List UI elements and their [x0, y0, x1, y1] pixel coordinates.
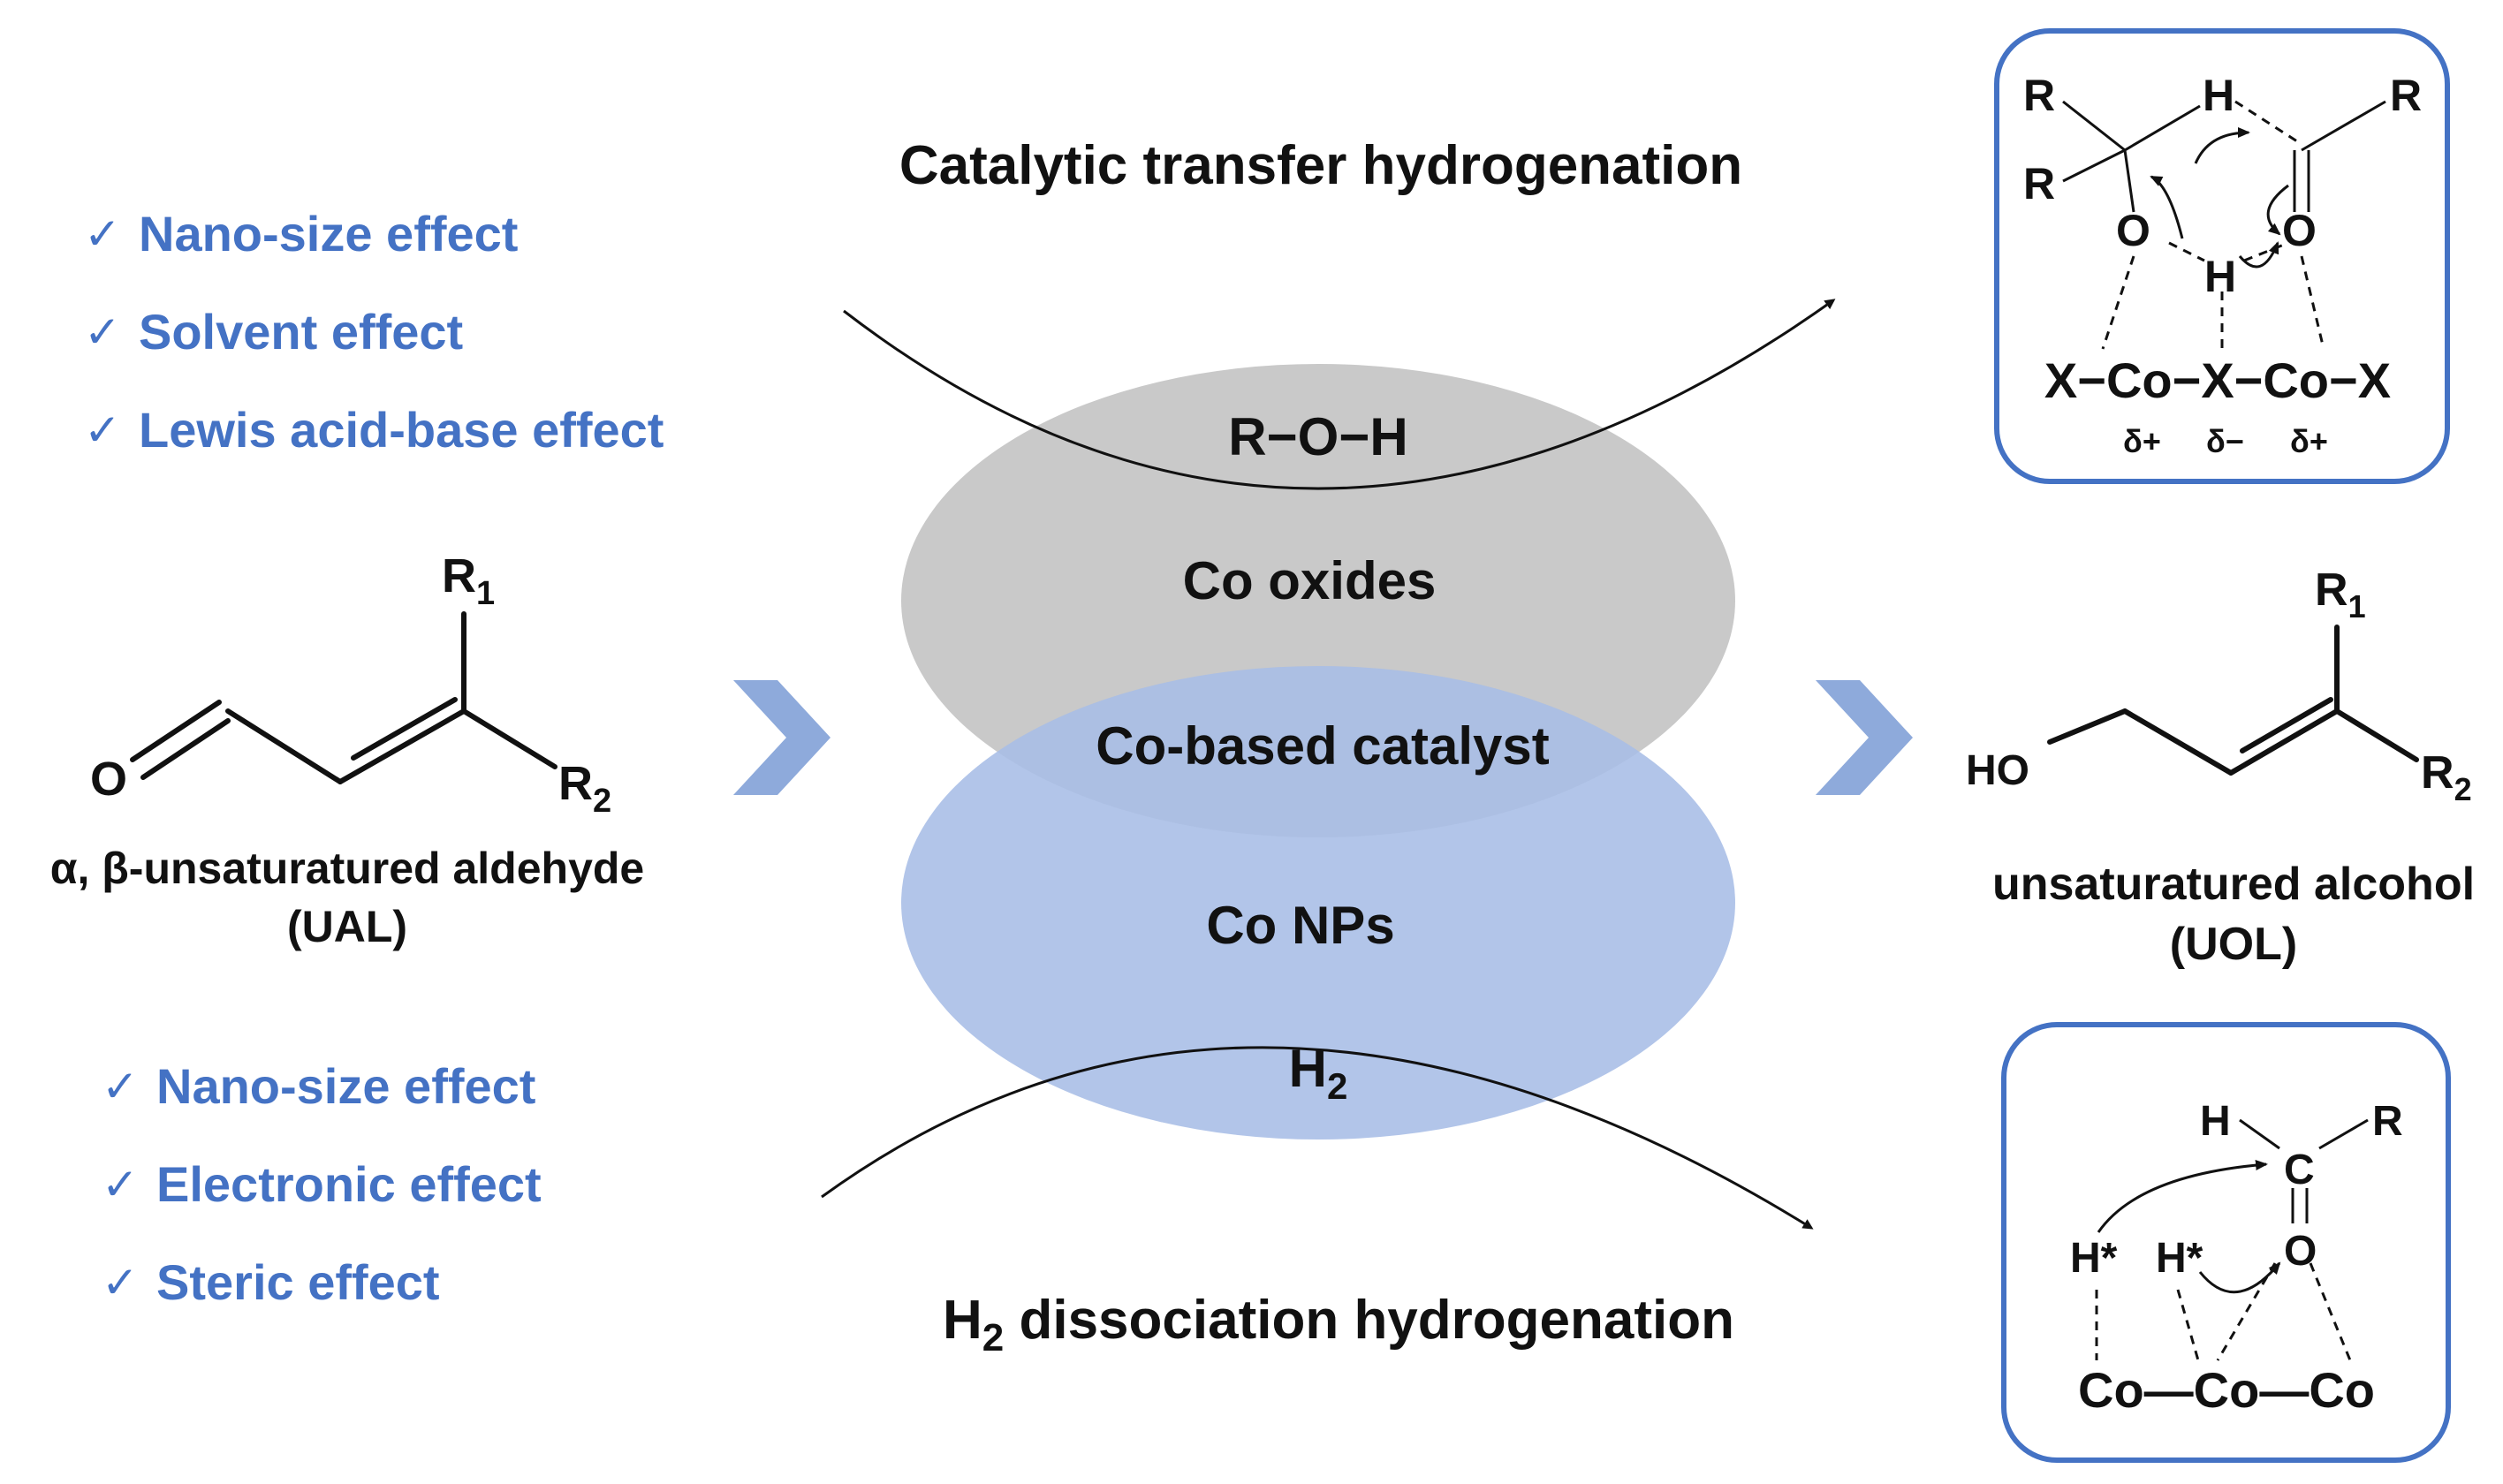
reactant-r1: R1	[442, 549, 495, 612]
product-abbr: (UOL)	[2170, 919, 2297, 970]
transfer-mechanism-border	[1994, 28, 2450, 484]
mech-top-delta-3: δ+	[2290, 423, 2328, 459]
reactant-name: α, β-unsaturatured aldehyde	[50, 844, 645, 893]
mech-top-delta-2: δ−	[2206, 423, 2244, 459]
product-r2-sub: 2	[2454, 771, 2472, 807]
transfer-mechanism-box: R R R H O O H X−Co−X−Co−X δ+ δ− δ+	[1994, 28, 2450, 484]
dissociation-mechanism-border	[2001, 1022, 2451, 1463]
h2-label: H2	[1289, 1039, 1348, 1107]
bottom-dissociation-arrow	[821, 1046, 1814, 1230]
product-r1-sub: 1	[2348, 588, 2366, 625]
catalyst-ellipses	[901, 364, 1735, 1140]
top-effect-label-3: Lewis acid-base effect	[139, 402, 664, 458]
mech-top-r-b: R	[2023, 159, 2055, 208]
reactant-r1-main: R	[442, 549, 476, 602]
mech-bottom-o: O	[2284, 1228, 2317, 1275]
top-effect-check-2: ✓	[84, 307, 121, 357]
co-nps-ellipse	[901, 666, 1735, 1140]
top-effect-label-2: Solvent effect	[139, 304, 463, 360]
mech-top-o-right: O	[2282, 206, 2317, 255]
bottom-effect-label-2: Electronic effect	[156, 1156, 542, 1212]
mech-bottom-r: R	[2372, 1098, 2403, 1145]
bottom-title-rest: dissociation hydrogenation	[1004, 1290, 1734, 1351]
reactant-abbr: (UAL)	[287, 902, 407, 951]
product-ho: HO	[1966, 747, 2029, 794]
left-chevron-icon	[733, 680, 831, 795]
mech-bottom-surface: Co—Co—Co	[2078, 1362, 2375, 1418]
top-title: Catalytic transfer hydrogenation	[899, 135, 1742, 196]
bottom-effect-label-1: Nano-size effect	[156, 1058, 535, 1114]
reactant-r2-sub: 2	[593, 783, 611, 820]
mech-bottom-h-star-1: H*	[2070, 1235, 2118, 1282]
dissociation-mechanism-box: H C R O H* H* Co—Co—Co	[2001, 1022, 2451, 1463]
product-r2: R2	[2421, 747, 2472, 807]
mech-top-o-left: O	[2116, 206, 2150, 255]
mech-top-surface: X−Co−X−Co−X	[2044, 352, 2391, 408]
catalyst-label: Co-based catalyst	[1096, 716, 1550, 776]
bottom-effects-list: ✓ Nano-size effect ✓ Electronic effect ✓…	[102, 1058, 542, 1310]
mech-top-delta-1: δ+	[2123, 423, 2161, 459]
mech-top-r-a: R	[2023, 71, 2055, 120]
mech-bottom-c: C	[2284, 1147, 2315, 1193]
bottom-effect-label-3: Steric effect	[156, 1254, 440, 1310]
h2-main: H	[1289, 1039, 1327, 1098]
product-structure: HO R1 R2 unsaturatured alcohol (UOL)	[1966, 564, 2475, 970]
bottom-effect-check-2: ✓	[102, 1160, 139, 1209]
reactant-structure: O R1 R2 α, β-unsaturatured aldehyde (UAL…	[50, 549, 645, 951]
co-oxides-label: Co oxides	[1183, 551, 1437, 610]
bottom-effect-check-3: ✓	[102, 1258, 139, 1307]
mech-bottom-h-star-2: H*	[2156, 1235, 2203, 1282]
product-name: unsaturatured alcohol	[1992, 859, 2475, 910]
mech-top-r-c: R	[2390, 71, 2422, 120]
bottom-title-sub: 2	[982, 1316, 1004, 1359]
h2-sub: 2	[1327, 1065, 1347, 1107]
top-effect-label-1: Nano-size effect	[139, 206, 518, 261]
top-effect-check-1: ✓	[84, 209, 121, 259]
top-effect-check-3: ✓	[84, 405, 121, 455]
bottom-title: H2 dissociation hydrogenation	[943, 1290, 1734, 1359]
mech-top-h-top: H	[2203, 71, 2234, 120]
product-r1: R1	[2315, 564, 2366, 625]
product-r2-main: R	[2421, 747, 2454, 799]
co-nps-label: Co NPs	[1206, 896, 1394, 955]
reactant-r2-main: R	[558, 757, 593, 810]
top-transfer-arrow	[843, 299, 1836, 490]
mech-bottom-h: H	[2200, 1098, 2231, 1145]
bottom-effect-check-1: ✓	[102, 1062, 139, 1111]
roh-label: R−O−H	[1228, 407, 1407, 466]
reactant-r2: R2	[558, 757, 611, 820]
right-chevron-icon	[1816, 680, 1913, 795]
reactant-oxygen: O	[90, 753, 127, 806]
reactant-r1-sub: 1	[476, 575, 495, 612]
top-effects-list: ✓ Nano-size effect ✓ Solvent effect ✓ Le…	[84, 206, 664, 458]
product-r1-main: R	[2315, 564, 2348, 616]
bottom-title-main: H	[943, 1290, 982, 1351]
mech-top-h-mid: H	[2204, 252, 2236, 301]
